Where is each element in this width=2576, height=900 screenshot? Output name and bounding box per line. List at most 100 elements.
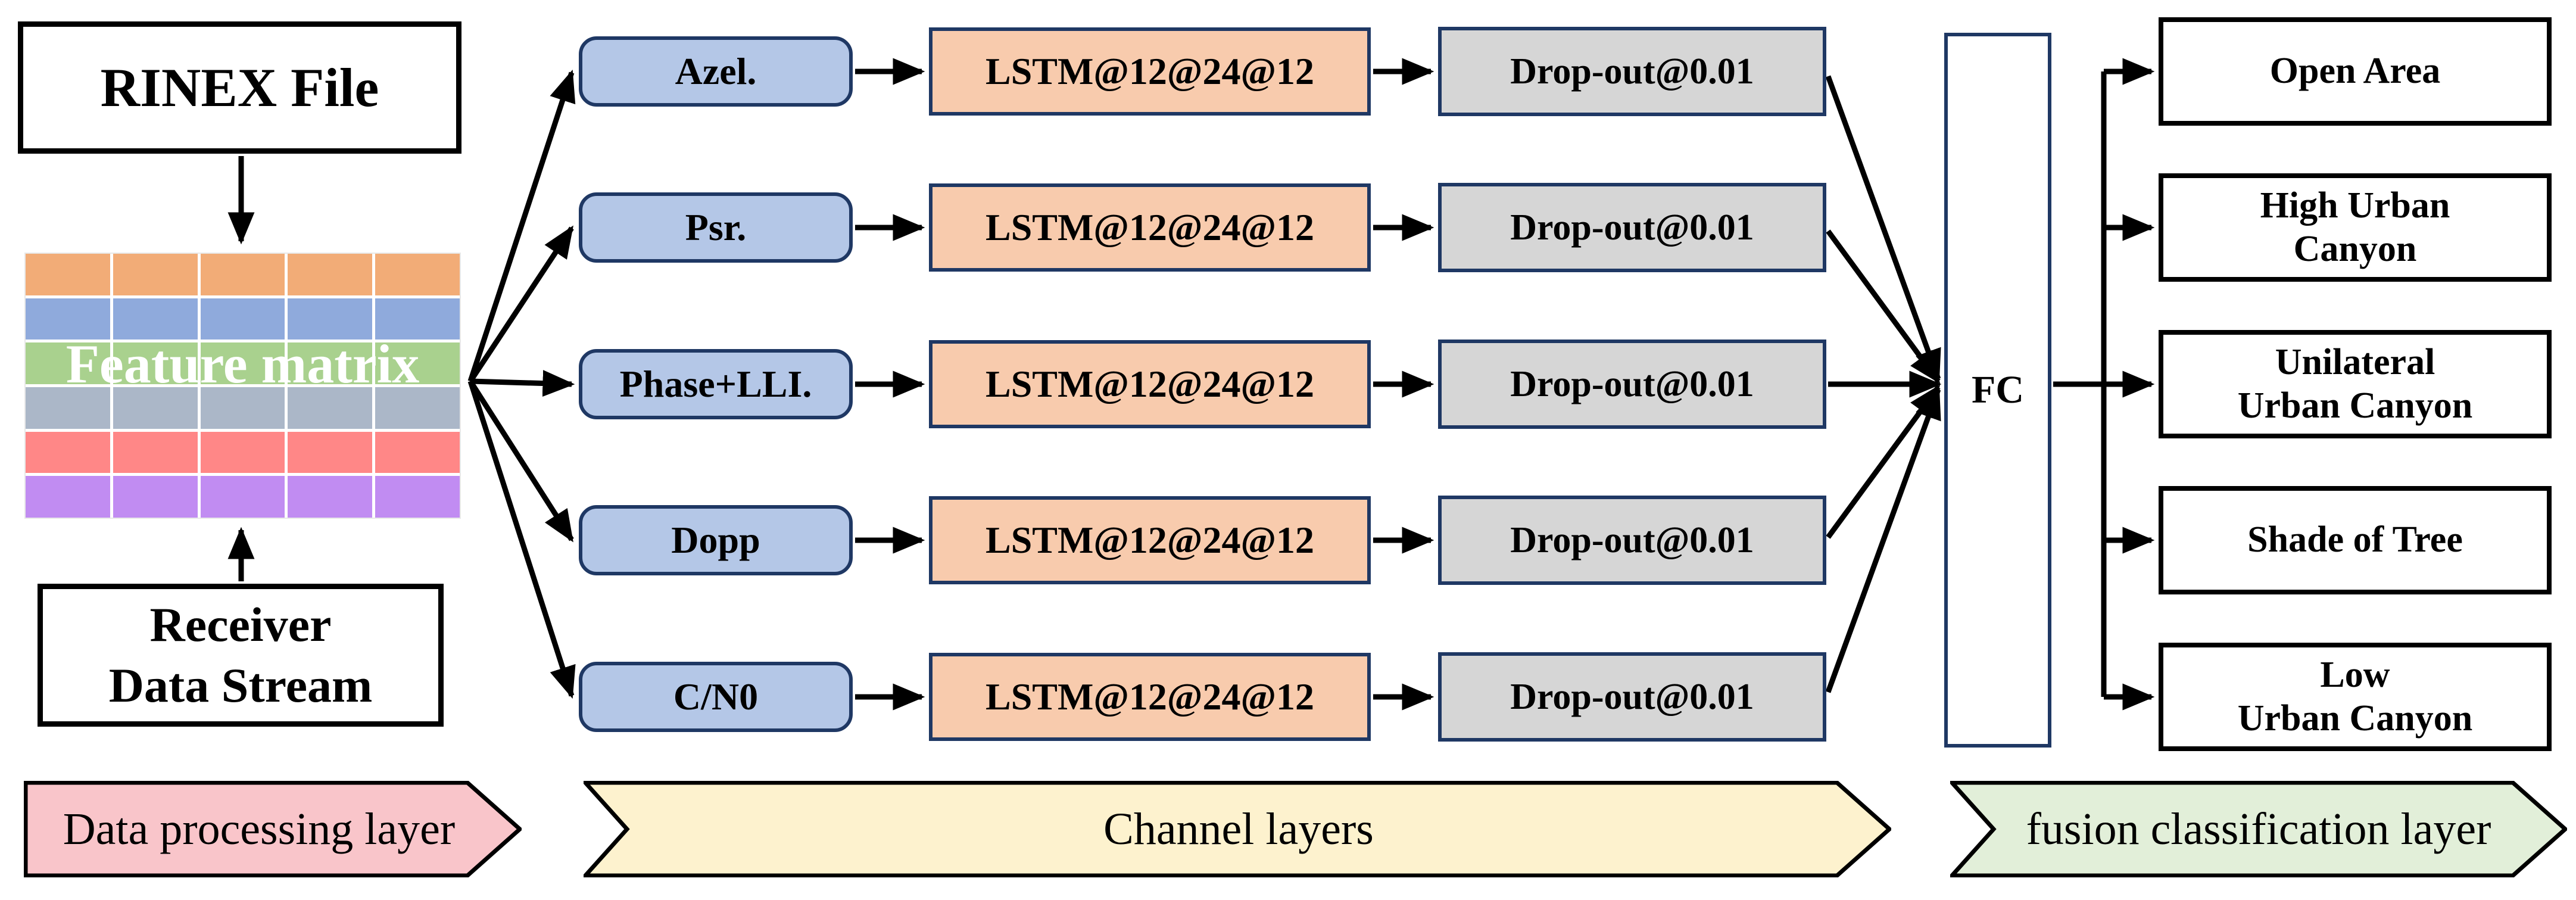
receiver-data-stream-box: Receiver Data Stream: [38, 584, 444, 727]
matrix-cell: [26, 298, 110, 340]
lstm-label: LSTM@12@24@12: [986, 50, 1314, 92]
fanin-arrow-5: [1825, 386, 1941, 693]
matrix-cell: [26, 476, 110, 518]
matrix-cell: [113, 476, 198, 518]
lstm-label: LSTM@12@24@12: [986, 206, 1314, 248]
matrix-cell: [288, 431, 373, 474]
channel-label: Psr.: [685, 206, 747, 248]
output-label: Urban Canyon: [2237, 698, 2473, 739]
fc-box: FC: [1944, 33, 2051, 748]
lstm-box-3: LSTM@12@24@12: [929, 340, 1371, 428]
matrix-cell: [288, 342, 373, 384]
matrix-cell: [113, 387, 198, 429]
lstm-label: LSTM@12@24@12: [986, 675, 1314, 718]
matrix-cell: [375, 476, 460, 518]
lstm-label: LSTM@12@24@12: [986, 519, 1314, 561]
fanout-arrow-4: [468, 379, 574, 543]
dropout-label: Drop-out@0.01: [1510, 207, 1754, 248]
matrix-cell: [113, 298, 198, 340]
matrix-cell: [113, 342, 198, 384]
output-box-shade-of-tree: Shade of Tree: [2159, 486, 2552, 594]
banner-chevron: [1950, 781, 2567, 877]
matrix-cell: [375, 342, 460, 384]
output-box-open-area: Open Area: [2159, 17, 2552, 126]
rinex-file-box: RINEX File: [18, 21, 461, 154]
output-box-high-urban-canyon: High Urban Canyon: [2159, 173, 2552, 282]
fanout-arrow-3: [470, 370, 575, 397]
matrix-cell: [26, 431, 110, 474]
matrix-cell: [288, 298, 373, 340]
lstm-box-1: LSTM@12@24@12: [929, 27, 1371, 116]
output-label: Urban Canyon: [2237, 385, 2473, 426]
output-label: Canyon: [2293, 229, 2417, 269]
fanin-arrow-2: [1826, 229, 1941, 384]
dropout-box-3: Drop-out@0.01: [1438, 340, 1826, 429]
matrix-cell: [288, 254, 373, 295]
channel-label: C/N0: [673, 675, 759, 718]
matrix-cell: [200, 387, 285, 429]
dropout-label: Drop-out@0.01: [1510, 363, 1754, 404]
channel-box-dopp: Dopp: [579, 505, 853, 575]
lstm-box-5: LSTM@12@24@12: [929, 653, 1371, 741]
fanout-arrow-1: [467, 69, 576, 382]
output-label: Open Area: [2269, 51, 2441, 92]
receiver-label-line1: Receiver: [149, 597, 332, 652]
lstm-label: LSTM@12@24@12: [986, 363, 1314, 405]
fusion-banner-shape: [1950, 781, 2567, 877]
matrix-cell: [200, 254, 285, 295]
matrix-cell: [375, 298, 460, 340]
feature-matrix-label: Feature matrix: [66, 334, 420, 394]
data-processing-layer-label: Data processing layer: [63, 804, 456, 854]
channel-label: Dopp: [671, 519, 760, 561]
dropout-label: Drop-out@0.01: [1510, 676, 1754, 717]
matrix-cell: [26, 387, 110, 429]
matrix-cell: [26, 254, 110, 295]
matrix-cell: [375, 254, 460, 295]
lstm-box-4: LSTM@12@24@12: [929, 496, 1371, 584]
matrix-cell: [113, 431, 198, 474]
output-label: Unilateral: [2275, 341, 2435, 382]
channel-label: Azel.: [675, 50, 757, 92]
lstm-box-2: LSTM@12@24@12: [929, 183, 1371, 272]
fc-label: FC: [1972, 368, 2024, 412]
channel-box-psr: Psr.: [579, 192, 853, 263]
dropout-box-1: Drop-out@0.01: [1438, 27, 1826, 116]
channel-layers-label: Channel layers: [1103, 804, 1374, 854]
matrix-cell: [113, 254, 198, 295]
data-processing-banner-shape: [24, 781, 522, 877]
output-box-unilateral-urban-canyon: Unilateral Urban Canyon: [2159, 330, 2552, 438]
banner-chevron: [584, 781, 1891, 877]
dropout-label: Drop-out@0.01: [1510, 51, 1754, 92]
dropout-box-4: Drop-out@0.01: [1438, 496, 1826, 585]
channel-label: Phase+LLI.: [619, 363, 812, 405]
dropout-box-2: Drop-out@0.01: [1438, 183, 1826, 272]
dropout-box-5: Drop-out@0.01: [1438, 652, 1826, 742]
matrix-cell: [26, 342, 110, 384]
channel-box-phase-lli: Phase+LLI.: [579, 349, 853, 419]
fanout-arrow-5: [467, 380, 576, 699]
matrix-cell: [288, 476, 373, 518]
matrix-cell: [200, 342, 285, 384]
banner-pentagon: [24, 781, 522, 877]
rinex-file-label: RINEX File: [100, 57, 379, 118]
matrix-cell: [200, 431, 285, 474]
feature-matrix-grid: [24, 253, 461, 519]
output-label: Low: [2320, 654, 2390, 695]
fusion-classification-layer-label: fusion classification layer: [2026, 804, 2491, 854]
matrix-cell: [288, 387, 373, 429]
matrix-cell: [375, 387, 460, 429]
fanout-arrow-2: [468, 225, 574, 383]
channel-box-azel: Azel.: [579, 36, 853, 107]
matrix-cell: [200, 476, 285, 518]
output-box-low-urban-canyon: Low Urban Canyon: [2159, 643, 2552, 751]
channel-layers-banner-shape: [584, 781, 1891, 877]
receiver-label-line2: Data Stream: [108, 658, 373, 712]
channel-box-cn0: C/N0: [579, 662, 853, 732]
matrix-cell: [375, 431, 460, 474]
matrix-cell: [200, 298, 285, 340]
fanin-arrow-4: [1826, 384, 1941, 539]
output-label: Shade of Tree: [2247, 519, 2463, 560]
fanin-arrow-1: [1825, 75, 1941, 382]
